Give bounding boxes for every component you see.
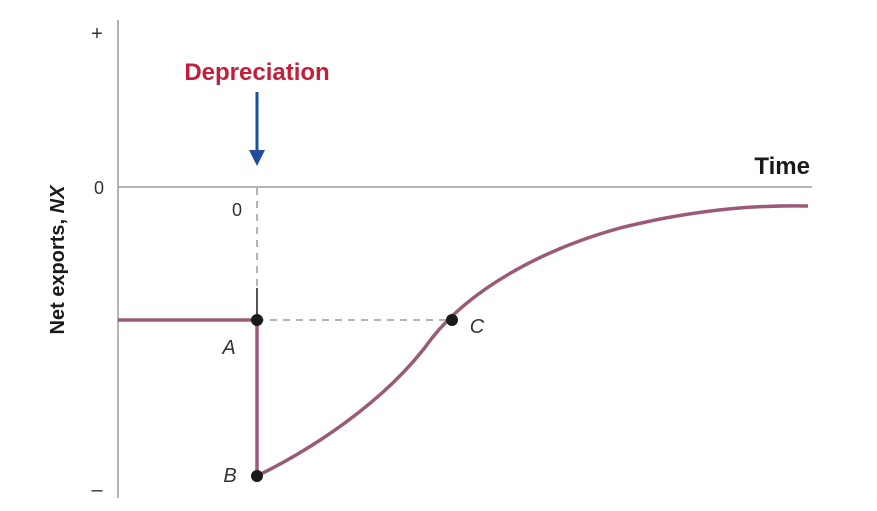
point-c-label: C (470, 316, 485, 338)
depreciation-label: Depreciation (184, 59, 329, 86)
point-b-label: B (223, 465, 236, 487)
y-axis-zero-label: 0 (94, 178, 104, 198)
net-exports-j-curve (118, 204, 809, 478)
y-axis-minus-sign: – (91, 479, 103, 501)
y-axis-title-prefix: Net exports, (47, 213, 69, 334)
y-axis-title-variable: NX (47, 184, 69, 213)
y-axis-title: Net exports, NX (47, 184, 69, 335)
x-axis-title: Time (754, 153, 810, 180)
y-axis-plus-sign: + (91, 23, 103, 45)
point-b-marker (251, 470, 263, 482)
point-a-label: A (221, 337, 235, 359)
time-origin-label: 0 (232, 200, 242, 220)
point-c-marker (446, 314, 458, 326)
depreciation-arrow-head (249, 150, 265, 166)
point-a-marker (251, 314, 263, 326)
